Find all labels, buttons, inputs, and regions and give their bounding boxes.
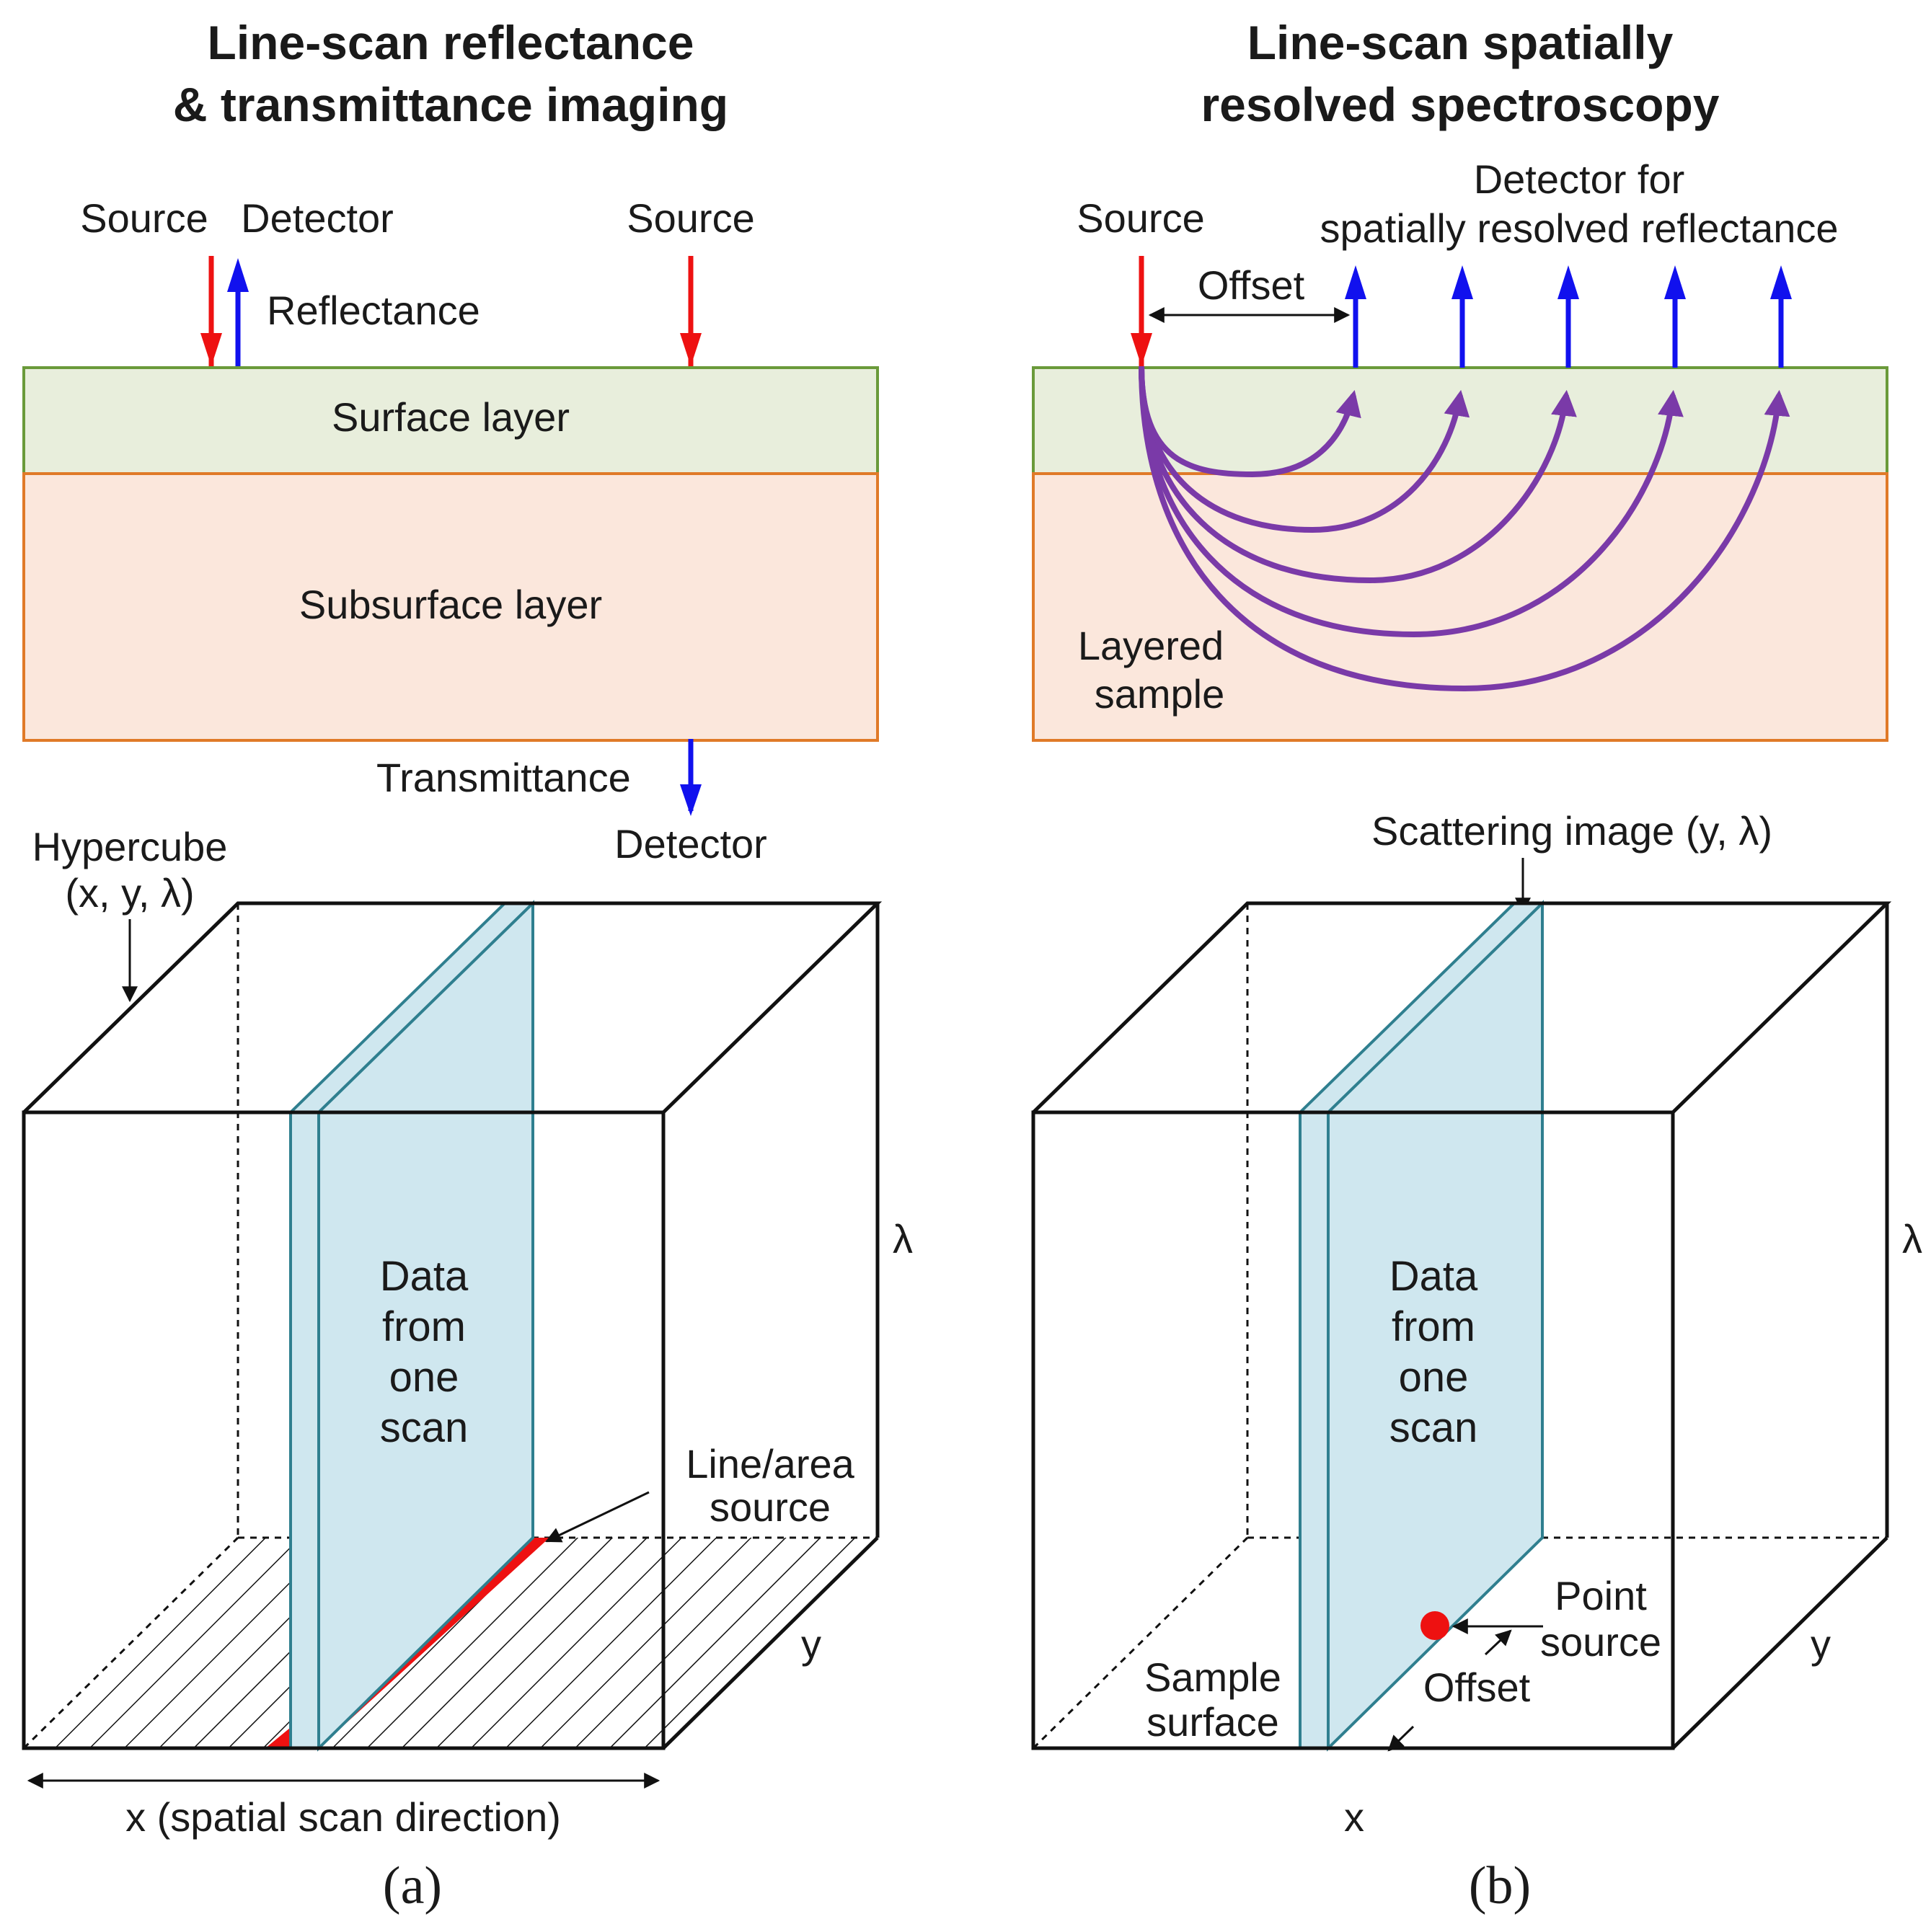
panel-a-label: (a) bbox=[383, 1856, 442, 1915]
source-right-arrowhead bbox=[680, 333, 702, 366]
scattering-image-label: Scattering image (y, λ) bbox=[1371, 808, 1772, 854]
cube-b-right-bottom-edge bbox=[1671, 1536, 1888, 1750]
axis-x-b: x bbox=[1344, 1794, 1364, 1840]
detector-b-label-line1: Detector for bbox=[1474, 156, 1685, 202]
cube-b-front-face bbox=[1031, 1110, 1675, 1750]
source-b-arrowhead bbox=[1131, 333, 1152, 366]
light-path-2 bbox=[1139, 365, 1470, 533]
surface-layer-label: Surface layer bbox=[332, 394, 570, 440]
source-left-label: Source bbox=[80, 195, 208, 241]
subsurface-layer-b bbox=[1032, 472, 1888, 742]
detector-b-label-line2: spatially resolved reflectance bbox=[1320, 205, 1838, 251]
axis-y-b: y bbox=[1811, 1621, 1831, 1667]
axis-lambda-a: λ bbox=[893, 1216, 913, 1262]
hypercube-label-line2: (x, y, λ) bbox=[65, 870, 194, 916]
data-scan-b-line4: scan bbox=[1389, 1404, 1478, 1451]
layered-sample-label-line2: sample bbox=[1095, 671, 1225, 717]
line-source-label-line1: Line/area bbox=[686, 1441, 854, 1486]
point-source-label-line1: Point bbox=[1555, 1573, 1647, 1618]
detector-arrowhead-3 bbox=[1557, 265, 1579, 299]
detector-arrowhead-1 bbox=[1345, 265, 1366, 299]
cube-a-front-face bbox=[22, 1110, 666, 1750]
scan-slab-b-front-face bbox=[1299, 1111, 1330, 1750]
light-path-4 bbox=[1139, 365, 1684, 638]
cube-b-hidden-edge-depth bbox=[1032, 1536, 1249, 1750]
axis-y-a: y bbox=[801, 1621, 821, 1667]
source-b-label: Source bbox=[1077, 195, 1204, 241]
subsurface-layer-label: Subsurface layer bbox=[299, 582, 602, 627]
source-right-label: Source bbox=[627, 195, 754, 241]
light-path-3 bbox=[1139, 365, 1577, 584]
detector-arrows bbox=[1345, 265, 1792, 368]
detector-bottom-label: Detector bbox=[614, 821, 767, 867]
offset-bottom-pointer-upper bbox=[1484, 1629, 1512, 1656]
data-scan-a-line4: scan bbox=[380, 1404, 469, 1451]
panel-b-title-line1: Line-scan spatially bbox=[1247, 16, 1674, 69]
light-paths bbox=[1139, 365, 1790, 692]
reflectance-label: Reflectance bbox=[267, 288, 480, 333]
scan-slab-b-side-face bbox=[1327, 900, 1544, 1752]
panel-a: Line-scan reflectance & transmittance im… bbox=[22, 16, 913, 1915]
line-source-label-line2: source bbox=[710, 1484, 831, 1530]
cube-a-top-edges bbox=[22, 901, 883, 1114]
data-scan-a-line2: from bbox=[382, 1303, 466, 1350]
cube-a-right-bottom-edge bbox=[662, 1536, 879, 1750]
detector-top-label: Detector bbox=[241, 195, 394, 241]
panel-a-title-line2: & transmittance imaging bbox=[173, 78, 728, 131]
panel-b-title-line2: resolved spectroscopy bbox=[1201, 78, 1720, 131]
offset-top-label: Offset bbox=[1198, 262, 1305, 308]
light-path-5 bbox=[1139, 365, 1790, 692]
layered-sample-label-line1: Layered bbox=[1078, 623, 1224, 668]
scan-slab-side-face bbox=[317, 900, 534, 1752]
line-source-pointer bbox=[545, 1491, 650, 1543]
data-scan-a-line3: one bbox=[389, 1354, 459, 1401]
axis-x-a-label: x (spatial scan direction) bbox=[125, 1794, 561, 1840]
point-source-dot bbox=[1420, 1611, 1449, 1640]
detector-arrowhead-5 bbox=[1770, 265, 1792, 299]
axis-lambda-b: λ bbox=[1902, 1216, 1922, 1262]
hypercube-label-line1: Hypercube bbox=[32, 824, 228, 869]
panel-a-title-line1: Line-scan reflectance bbox=[208, 16, 694, 69]
panel-b: Line-scan spatially resolved spectroscop… bbox=[1031, 16, 1922, 1915]
offset-bottom-pointer-lower bbox=[1387, 1725, 1415, 1752]
surface-layer bbox=[22, 366, 879, 475]
scan-slab-front-face bbox=[289, 1111, 320, 1750]
source-left-arrowhead bbox=[200, 333, 222, 366]
transmittance-label: Transmittance bbox=[376, 755, 631, 800]
data-scan-a-line1: Data bbox=[380, 1253, 469, 1300]
subsurface-layer bbox=[22, 472, 879, 742]
cube-b-top-edges bbox=[1032, 901, 1892, 1114]
data-scan-b-line3: one bbox=[1399, 1354, 1469, 1401]
transmittance-arrowhead bbox=[680, 784, 702, 816]
sample-surface-label-line1: Sample bbox=[1144, 1654, 1281, 1700]
sample-surface-label-line2: surface bbox=[1146, 1699, 1279, 1745]
point-source-label-line2: source bbox=[1540, 1619, 1661, 1665]
detector-arrowhead-4 bbox=[1664, 265, 1686, 299]
offset-bottom-label: Offset bbox=[1423, 1665, 1531, 1710]
reflectance-arrowhead bbox=[227, 258, 249, 292]
data-scan-b-line1: Data bbox=[1389, 1253, 1478, 1300]
data-scan-b-line2: from bbox=[1392, 1303, 1475, 1350]
panel-b-label: (b) bbox=[1469, 1856, 1531, 1915]
detector-arrowhead-2 bbox=[1451, 265, 1473, 299]
